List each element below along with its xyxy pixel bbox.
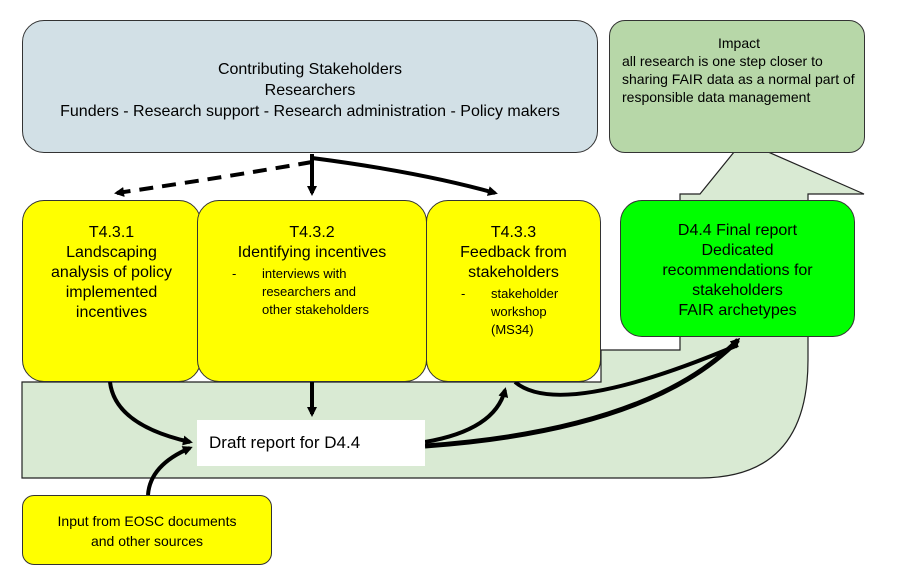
task-t432-bullet: - interviews with researchers and other … bbox=[198, 265, 426, 319]
impact-box: Impact all research is one step closer t… bbox=[609, 20, 865, 153]
final-report-line: D4.4 Final report bbox=[677, 222, 798, 239]
stakeholders-researchers: Researchers bbox=[264, 82, 356, 99]
stakeholders-box: Contributing Stakeholders Researchers Fu… bbox=[22, 20, 598, 153]
task-t432-bullet-line: interviews with bbox=[262, 266, 347, 281]
arrow-stakeholders-to-t433 bbox=[311, 156, 498, 196]
task-t432-bullet-line: researchers and bbox=[262, 284, 356, 299]
impact-text: all research is one step closer to shari… bbox=[622, 53, 855, 105]
task-t433-bullet: - stakeholder workshop (MS34) bbox=[427, 285, 600, 339]
bullet-dash: - bbox=[461, 286, 466, 301]
arrow-t431-to-draft bbox=[108, 381, 193, 446]
final-report-line: recommendations for bbox=[662, 262, 813, 279]
task-t431-line: analysis of policy bbox=[51, 264, 172, 281]
impact-arrow-band bbox=[21, 140, 865, 479]
task-t433-box: T4.3.3 Feedback from stakeholders - stak… bbox=[426, 200, 601, 382]
task-t433-line: stakeholders bbox=[468, 264, 559, 281]
task-t432-box: T4.3.2 Identifying incentives - intervie… bbox=[197, 200, 427, 382]
impact-title: Impact bbox=[717, 35, 760, 51]
bullet-dash: - bbox=[232, 266, 237, 281]
task-t432-line: T4.3.2 bbox=[289, 224, 335, 241]
input-line: Input from EOSC documents bbox=[57, 513, 237, 529]
task-t431-line: T4.3.1 bbox=[88, 224, 135, 241]
stakeholders-others: Funders - Research support - Research ad… bbox=[60, 103, 560, 120]
final-report-line: stakeholders bbox=[692, 282, 783, 299]
final-report-line: Dedicated bbox=[701, 242, 774, 259]
task-t431-line: implemented bbox=[65, 284, 158, 301]
task-t433-bullet-line: workshop bbox=[491, 304, 547, 319]
task-t433-bullet-line: (MS34) bbox=[491, 322, 534, 337]
task-t432-bullet-line: other stakeholders bbox=[262, 302, 369, 317]
task-t431-line: Landscaping bbox=[66, 244, 157, 261]
stakeholders-title: Contributing Stakeholders bbox=[217, 61, 403, 78]
final-report-line: FAIR archetypes bbox=[678, 302, 797, 319]
arrow-t433-to-d44 bbox=[513, 343, 739, 397]
task-t433-line: T4.3.3 bbox=[490, 224, 537, 241]
arrow-input-to-draft bbox=[146, 446, 193, 496]
arrow-draft-to-d44 bbox=[424, 337, 741, 449]
task-t431-line: incentives bbox=[75, 304, 148, 321]
input-line: and other sources bbox=[90, 533, 204, 549]
final-report-box: D4.4 Final report Dedicated recommendati… bbox=[620, 200, 855, 337]
task-t433-line: Feedback from bbox=[460, 244, 567, 261]
arrow-draft-to-t433 bbox=[424, 387, 509, 444]
draft-report-box: Draft report for D4.4 bbox=[197, 420, 425, 466]
task-t431-box: T4.3.1 Landscaping analysis of policy im… bbox=[22, 200, 201, 382]
arrow-stakeholders-to-t431 bbox=[114, 160, 313, 197]
task-t433-bullet-line: stakeholder bbox=[491, 286, 559, 301]
task-t432-line: Identifying incentives bbox=[237, 244, 387, 261]
input-sources-box: Input from EOSC documents and other sour… bbox=[22, 495, 272, 565]
